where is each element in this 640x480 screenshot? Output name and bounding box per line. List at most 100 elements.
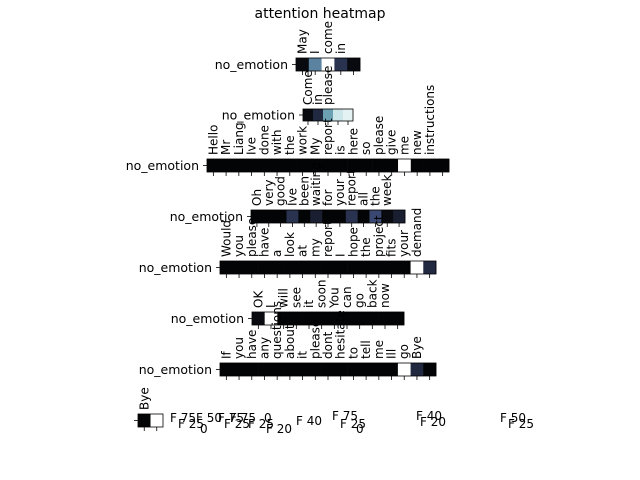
- token-label: fits: [385, 238, 399, 257]
- heatmap-cell: [298, 210, 311, 223]
- heatmap-cell: [310, 210, 323, 223]
- heatmap-cell: [347, 363, 361, 376]
- token-label: soon: [315, 279, 329, 308]
- token-label: please: [308, 320, 322, 359]
- heatmap-cell: [357, 210, 370, 223]
- heatmap-row-8: Bye: [134, 387, 164, 431]
- heatmap-cell: [296, 363, 310, 376]
- token-label: see: [289, 287, 303, 308]
- heatmap-cell: [258, 261, 272, 274]
- heatmap-cell: [321, 363, 335, 376]
- bottom-label: 0: [264, 411, 272, 425]
- heatmap-cell: [359, 159, 373, 172]
- token-label: Liang: [232, 122, 246, 155]
- token-label: at: [296, 245, 310, 257]
- heatmap-cell: [385, 159, 399, 172]
- token-label: dont: [321, 331, 335, 359]
- heatmap-cell: [270, 363, 284, 376]
- heatmap-cell: [220, 363, 234, 376]
- heatmap-cell: [138, 414, 151, 427]
- bottom-label: F 20: [266, 422, 292, 436]
- bottom-label: F 75: [218, 411, 244, 425]
- token-label: go: [353, 293, 367, 308]
- token-label: to: [346, 347, 360, 359]
- heatmap-cell: [372, 363, 386, 376]
- token-label: your: [333, 179, 347, 206]
- heatmap-cell: [257, 159, 271, 172]
- heatmap-cell: [308, 159, 322, 172]
- heatmap-cell: [252, 312, 265, 325]
- heatmap-cell: [347, 58, 361, 71]
- heatmap-cell: [398, 159, 412, 172]
- bottom-label: F 20: [420, 415, 446, 429]
- y-tick-label: no_emotion: [222, 108, 295, 123]
- token-label: please: [321, 66, 335, 105]
- bottom-label: F 25: [508, 417, 534, 431]
- token-label: your: [397, 230, 411, 257]
- heatmap-cell: [423, 159, 437, 172]
- token-label: Would: [219, 220, 233, 257]
- heatmap-cell: [302, 312, 316, 325]
- token-label: my: [308, 238, 322, 257]
- heatmap-row-5: no_emotionWouldyoupleasehavealookatmyrep…: [139, 208, 437, 278]
- token-label: all: [357, 192, 371, 206]
- token-label: OK: [251, 290, 265, 308]
- token-label: Ive: [245, 137, 259, 155]
- token-label: so: [359, 141, 373, 155]
- heatmap-cell: [308, 363, 322, 376]
- token-label: Bye: [410, 336, 424, 359]
- heatmap-row-4: no_emotionOhverygoodIvebeenwaitingforyou…: [170, 162, 406, 227]
- bottom-label: F 25: [178, 417, 204, 431]
- token-label: I: [308, 50, 322, 54]
- heatmap-cell: [328, 312, 341, 325]
- token-label: it: [296, 351, 310, 359]
- token-label: the: [283, 135, 297, 155]
- token-label: If: [219, 350, 233, 359]
- bottom-label: F 25: [340, 417, 366, 431]
- token-label: in: [311, 94, 325, 105]
- token-label: with: [270, 130, 284, 155]
- heatmap-cell: [296, 159, 310, 172]
- token-label: please: [372, 116, 386, 155]
- token-label: week: [380, 174, 394, 206]
- heatmap-cell: [308, 58, 322, 71]
- heatmap-cell: [372, 261, 386, 274]
- heatmap-cell: [436, 159, 450, 172]
- y-tick-label: no_emotion: [171, 311, 244, 326]
- heatmap-cell: [410, 261, 424, 274]
- token-label: hope: [346, 227, 360, 257]
- heatmap-cell: [334, 363, 348, 376]
- token-label: now: [378, 283, 392, 308]
- heatmap-cell: [343, 109, 354, 121]
- chart-title: attention heatmap: [254, 6, 386, 22]
- token-label: Oh: [250, 189, 264, 206]
- heatmap-cell: [270, 261, 284, 274]
- token-label: here: [346, 128, 360, 155]
- heatmap-cell: [232, 363, 246, 376]
- heatmap-cell: [290, 312, 303, 325]
- heatmap-cell: [286, 210, 299, 223]
- token-label: in: [334, 43, 348, 54]
- heatmap-cell: [333, 109, 344, 121]
- heatmap-cell: [150, 414, 164, 427]
- token-label: back: [365, 279, 379, 308]
- heatmap-cell: [347, 261, 361, 274]
- heatmap-cell: [423, 261, 437, 274]
- token-label: give: [385, 130, 399, 155]
- heatmap-cell: [207, 159, 221, 172]
- token-label: come: [321, 21, 335, 54]
- token-label: You: [327, 287, 341, 309]
- heatmap-cell: [321, 159, 335, 172]
- heatmap-cell: [397, 261, 411, 274]
- token-label: May: [295, 29, 309, 54]
- token-label: hesitate: [334, 310, 348, 359]
- heatmap-row-3: no_emotionHelloMrLiangIvedonewiththework…: [126, 85, 450, 176]
- token-label: report: [321, 118, 335, 155]
- token-label: instructions: [423, 85, 437, 155]
- token-label: demand: [410, 208, 424, 257]
- token-label: you: [232, 235, 246, 257]
- y-tick-label: no_emotion: [139, 362, 212, 377]
- token-label: Ive: [285, 188, 299, 206]
